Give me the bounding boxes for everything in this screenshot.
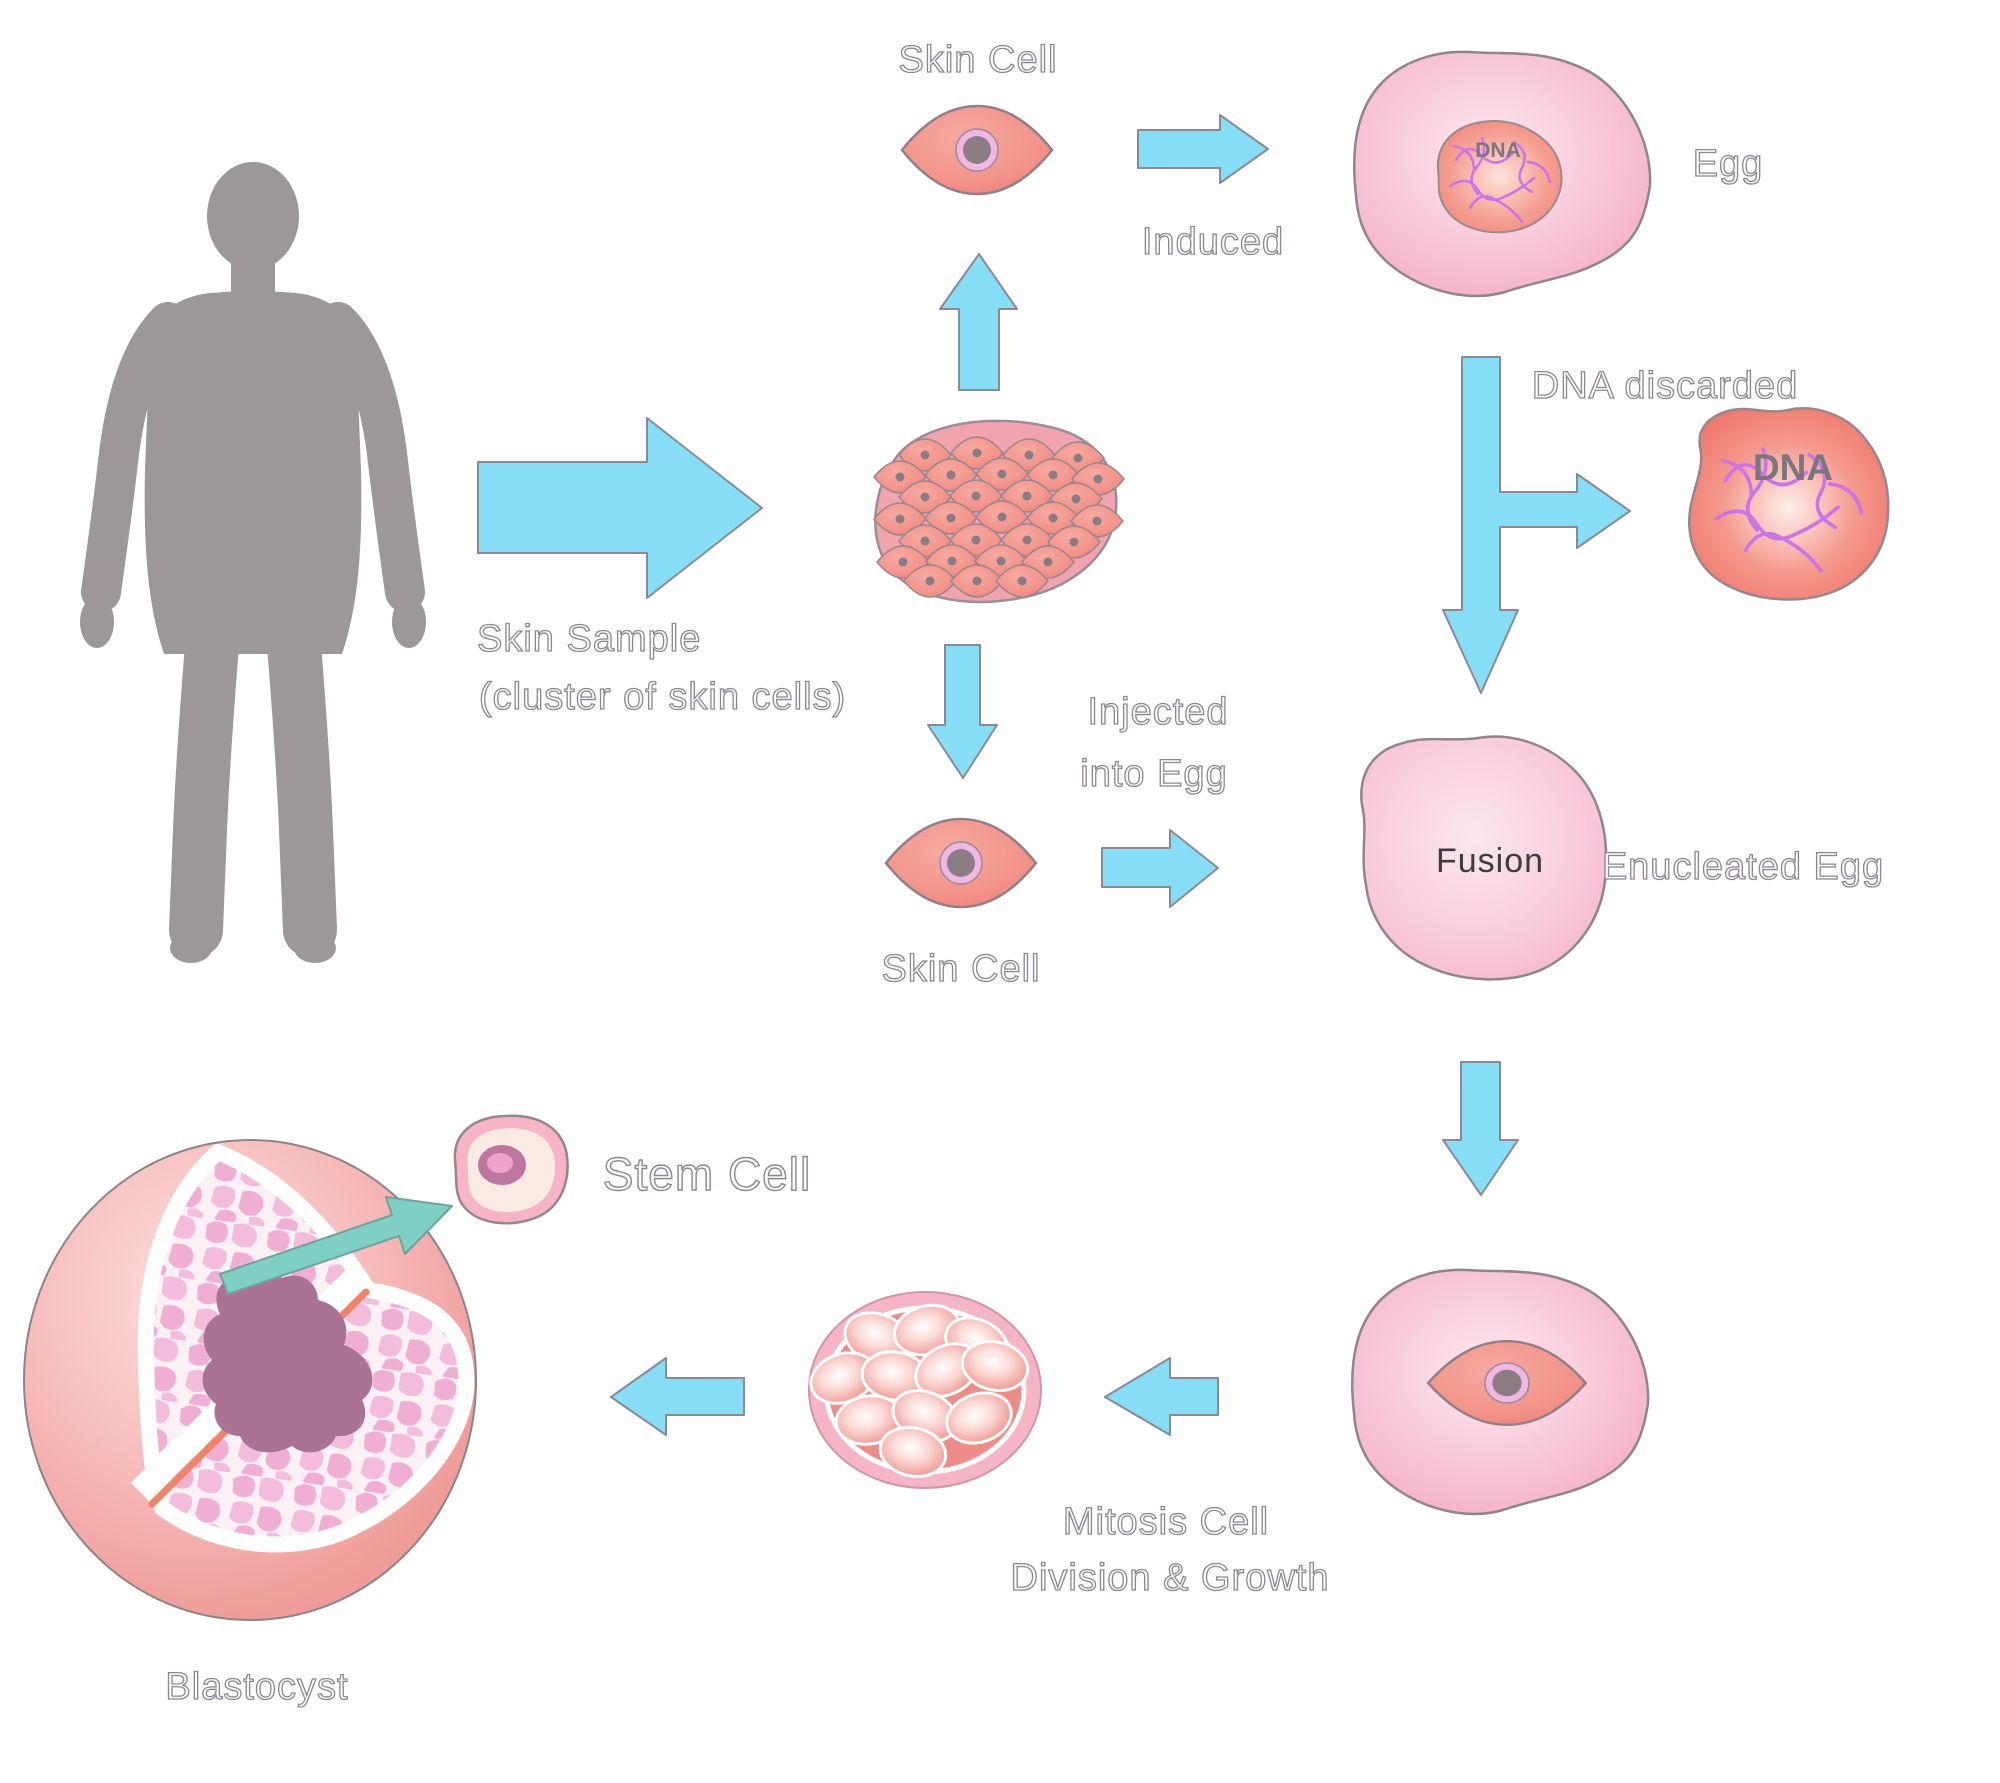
label-skin-cell-top: Skin Cell (899, 39, 1058, 81)
skin-sample-cells (873, 436, 1125, 598)
arrow-up-to-skin-cell (939, 253, 1018, 391)
arrow-dna-discarded (1442, 356, 1631, 694)
arrow-down-to-skin-cell (927, 644, 998, 779)
label-injected-2: into Egg (1080, 753, 1227, 795)
enucleated-egg: Fusion (1360, 735, 1608, 981)
egg: DNA (1353, 50, 1652, 298)
fused-cell (1351, 1268, 1650, 1516)
skin-cell-bottom (884, 817, 1038, 909)
label-mitosis-1: Mitosis Cell (1063, 1501, 1269, 1543)
skin-cell-top (900, 104, 1054, 196)
label-skin-sample-1: Skin Sample (477, 618, 701, 660)
label-skin-cell-bottom: Skin Cell (882, 948, 1041, 990)
arrow-fusion-down (1442, 1061, 1519, 1196)
arrow-skin-sample (477, 417, 763, 599)
inner-cell-mass (202, 1266, 373, 1453)
label-skin-sample-2: (cluster of skin cells) (479, 676, 846, 718)
label-induced: Induced (1142, 221, 1284, 263)
stem-cell (453, 1114, 569, 1225)
arrow-mitosis-left (1104, 1357, 1219, 1436)
label-egg: Egg (1693, 143, 1764, 185)
morula (802, 1291, 1042, 1489)
arrow-induced (1137, 114, 1269, 184)
dna-blob: DNA (1688, 407, 1890, 601)
arrow-blastocyst-left (610, 1357, 745, 1436)
label-blastocyst: Blastocyst (165, 1666, 348, 1708)
label-enucleated-egg: Enucleated Egg (1602, 846, 1884, 888)
label-fusion: Fusion (1436, 842, 1544, 880)
blastocyst (23, 1139, 477, 1621)
label-stem-cell: Stem Cell (603, 1148, 811, 1200)
label-dna-blob: DNA (1753, 447, 1833, 488)
label-dna-discarded: DNA discarded (1532, 365, 1798, 407)
skin-sample-cluster (873, 419, 1125, 604)
stem-cell-extraction-arrow (219, 1196, 453, 1295)
egg-nucleus: DNA (1436, 120, 1563, 234)
human-silhouette (80, 162, 426, 963)
arrow-injected (1101, 829, 1219, 908)
label-mitosis-2: Division & Growth (1011, 1557, 1330, 1599)
label-dna-nucleus: DNA (1475, 139, 1521, 162)
label-injected-1: Injected (1087, 691, 1228, 733)
